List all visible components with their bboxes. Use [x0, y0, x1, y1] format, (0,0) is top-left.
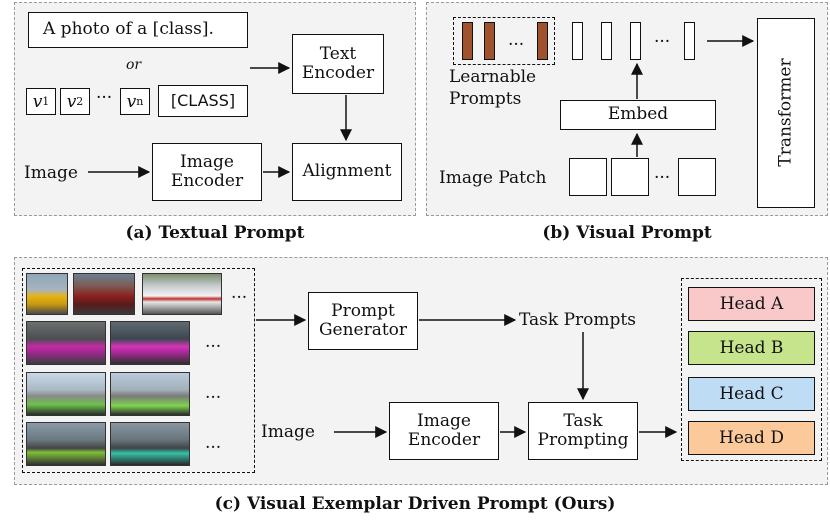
image-encoder-box-c: Image Encoder — [389, 402, 499, 460]
task-prompts-label: Task Prompts — [519, 310, 636, 330]
image-patch-label: Image Patch — [439, 168, 547, 188]
image-label-c: Image — [261, 422, 315, 442]
task-prompting-box: Task Prompting — [528, 402, 638, 460]
learnable-ellipsis: ... — [508, 30, 525, 50]
exemplar-image-red-suv — [73, 273, 135, 315]
exemplar-row2-ellipsis: ... — [205, 332, 222, 352]
image-patch-ellipsis: ··· — [654, 168, 671, 188]
exemplar-image-lane-2 — [110, 372, 190, 416]
head-d: Head D — [688, 421, 815, 455]
head-c: Head C — [688, 377, 815, 411]
exemplar-image-white-suv — [142, 273, 222, 315]
image-patch-2 — [611, 158, 649, 196]
embed-token-3 — [630, 22, 641, 60]
head-a: Head A — [688, 287, 815, 321]
heads-group — [681, 278, 822, 461]
embed-token-2 — [601, 22, 612, 60]
learnable-token-1 — [462, 22, 473, 60]
exemplar-image-seg-street-2 — [110, 321, 190, 365]
exemplar-image-seg-street-1 — [26, 321, 106, 365]
class-token-box: [CLASS] — [158, 85, 248, 117]
head-b: Head B — [688, 331, 815, 365]
text-encoder-box: Text Encoder — [292, 34, 384, 94]
prompt-generator-box: Prompt Generator — [308, 292, 418, 350]
embed-token-ellipsis: ··· — [654, 32, 671, 52]
caption-a: (a) Textual Prompt — [125, 223, 305, 243]
embed-token-1 — [572, 22, 583, 60]
or-label: or — [126, 57, 142, 73]
image-label-a: Image — [24, 163, 78, 183]
embed-token-4 — [684, 22, 695, 60]
exemplar-grid — [22, 268, 255, 473]
exemplar-image-taxi — [26, 273, 68, 315]
caption-b: (b) Visual Prompt — [542, 223, 712, 243]
exemplar-row3-ellipsis: ... — [205, 383, 222, 403]
exemplar-row4-ellipsis: ... — [205, 433, 222, 453]
token-ellipsis: ··· — [96, 88, 113, 108]
learnable-token-3 — [537, 22, 548, 60]
exemplar-image-lane-1 — [26, 372, 106, 416]
image-patch-3 — [678, 158, 716, 196]
learnable-prompts-group — [453, 17, 555, 65]
exemplar-row1-ellipsis: ... — [231, 283, 248, 303]
embed-box: Embed — [560, 100, 716, 130]
image-encoder-box-a: Image Encoder — [152, 143, 262, 201]
exemplar-image-road-2 — [110, 422, 190, 466]
learnable-token-2 — [484, 22, 495, 60]
exemplar-image-road-1 — [26, 422, 106, 466]
caption-c: (c) Visual Exemplar Driven Prompt (Ours) — [214, 494, 616, 514]
transformer-box: Transformer — [757, 18, 815, 208]
alignment-box: Alignment — [292, 143, 402, 201]
image-patch-1 — [569, 158, 607, 196]
learnable-prompts-label: Learnable Prompts — [449, 67, 537, 110]
template-text-box: A photo of a [class]. — [28, 12, 248, 48]
template-text: A photo of a [class]. — [43, 19, 214, 40]
